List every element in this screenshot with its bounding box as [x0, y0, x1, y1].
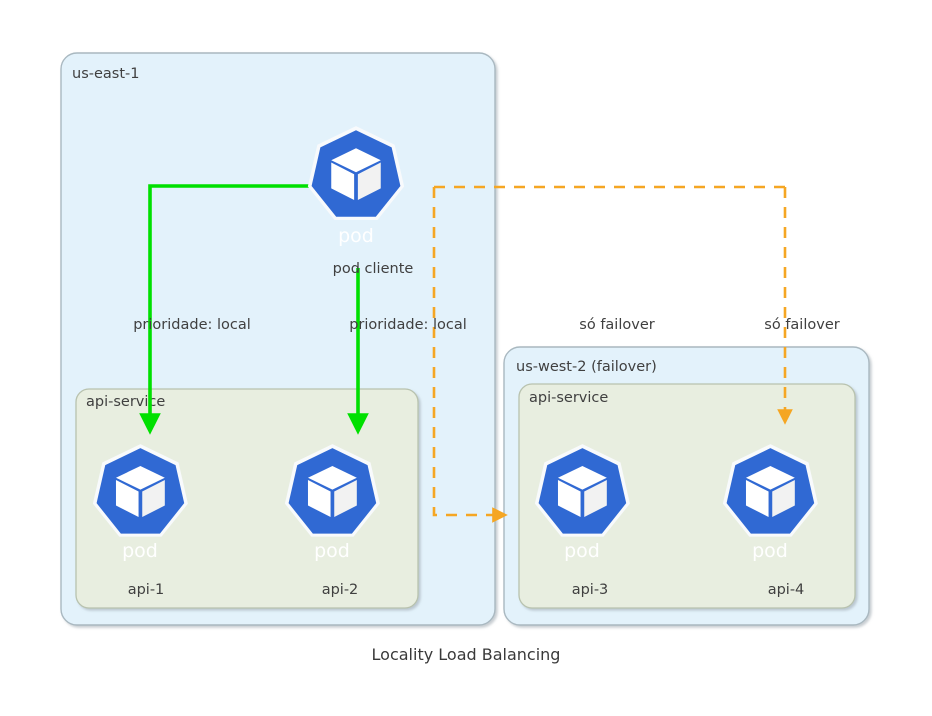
edge-local-api1-line — [139, 184, 310, 435]
pod-cliente-label: pod cliente — [333, 261, 414, 277]
api-2-icon-text: pod — [314, 540, 350, 562]
edge-local-api2-label: prioridade: local — [349, 317, 467, 333]
edge-local-api1-label: prioridade: local — [133, 317, 251, 333]
api-3-label: api-3 — [572, 582, 609, 598]
node-api-2[interactable]: pod api-2 — [284, 444, 380, 598]
region-us-east-1-label: us-east-1 — [72, 66, 139, 82]
api-1-icon-text: pod — [122, 540, 158, 562]
service-api-service-east[interactable]: api-service — [75, 388, 419, 609]
api-3-icon-text: pod — [564, 540, 600, 562]
api-1-label: api-1 — [128, 582, 165, 598]
edge-failover-api3-line — [432, 187, 508, 523]
api-2-label: api-2 — [322, 582, 359, 598]
service-api-service-west-label: api-service — [529, 390, 608, 406]
node-pod-cliente[interactable]: pod pod cliente — [307, 126, 414, 277]
api-4-icon-text: pod — [752, 540, 788, 562]
edge-failover-api3-label: só failover — [579, 317, 654, 333]
service-api-service-east-label: api-service — [86, 394, 165, 410]
service-api-service-west-box[interactable] — [518, 383, 856, 609]
edge-failover-api4-label: só failover — [764, 317, 839, 333]
service-api-service-west[interactable]: api-service — [518, 383, 856, 609]
diagram-caption: Locality Load Balancing — [372, 645, 561, 664]
api-4-label: api-4 — [768, 582, 805, 598]
region-us-west-2-label: us-west-2 (failover) — [516, 359, 657, 375]
node-api-4[interactable]: pod api-4 — [722, 444, 818, 598]
service-api-service-east-box[interactable] — [75, 388, 419, 609]
node-api-3[interactable]: pod api-3 — [534, 444, 630, 598]
pod-cliente-icon-text: pod — [338, 225, 374, 247]
node-api-1[interactable]: pod api-1 — [92, 444, 188, 598]
